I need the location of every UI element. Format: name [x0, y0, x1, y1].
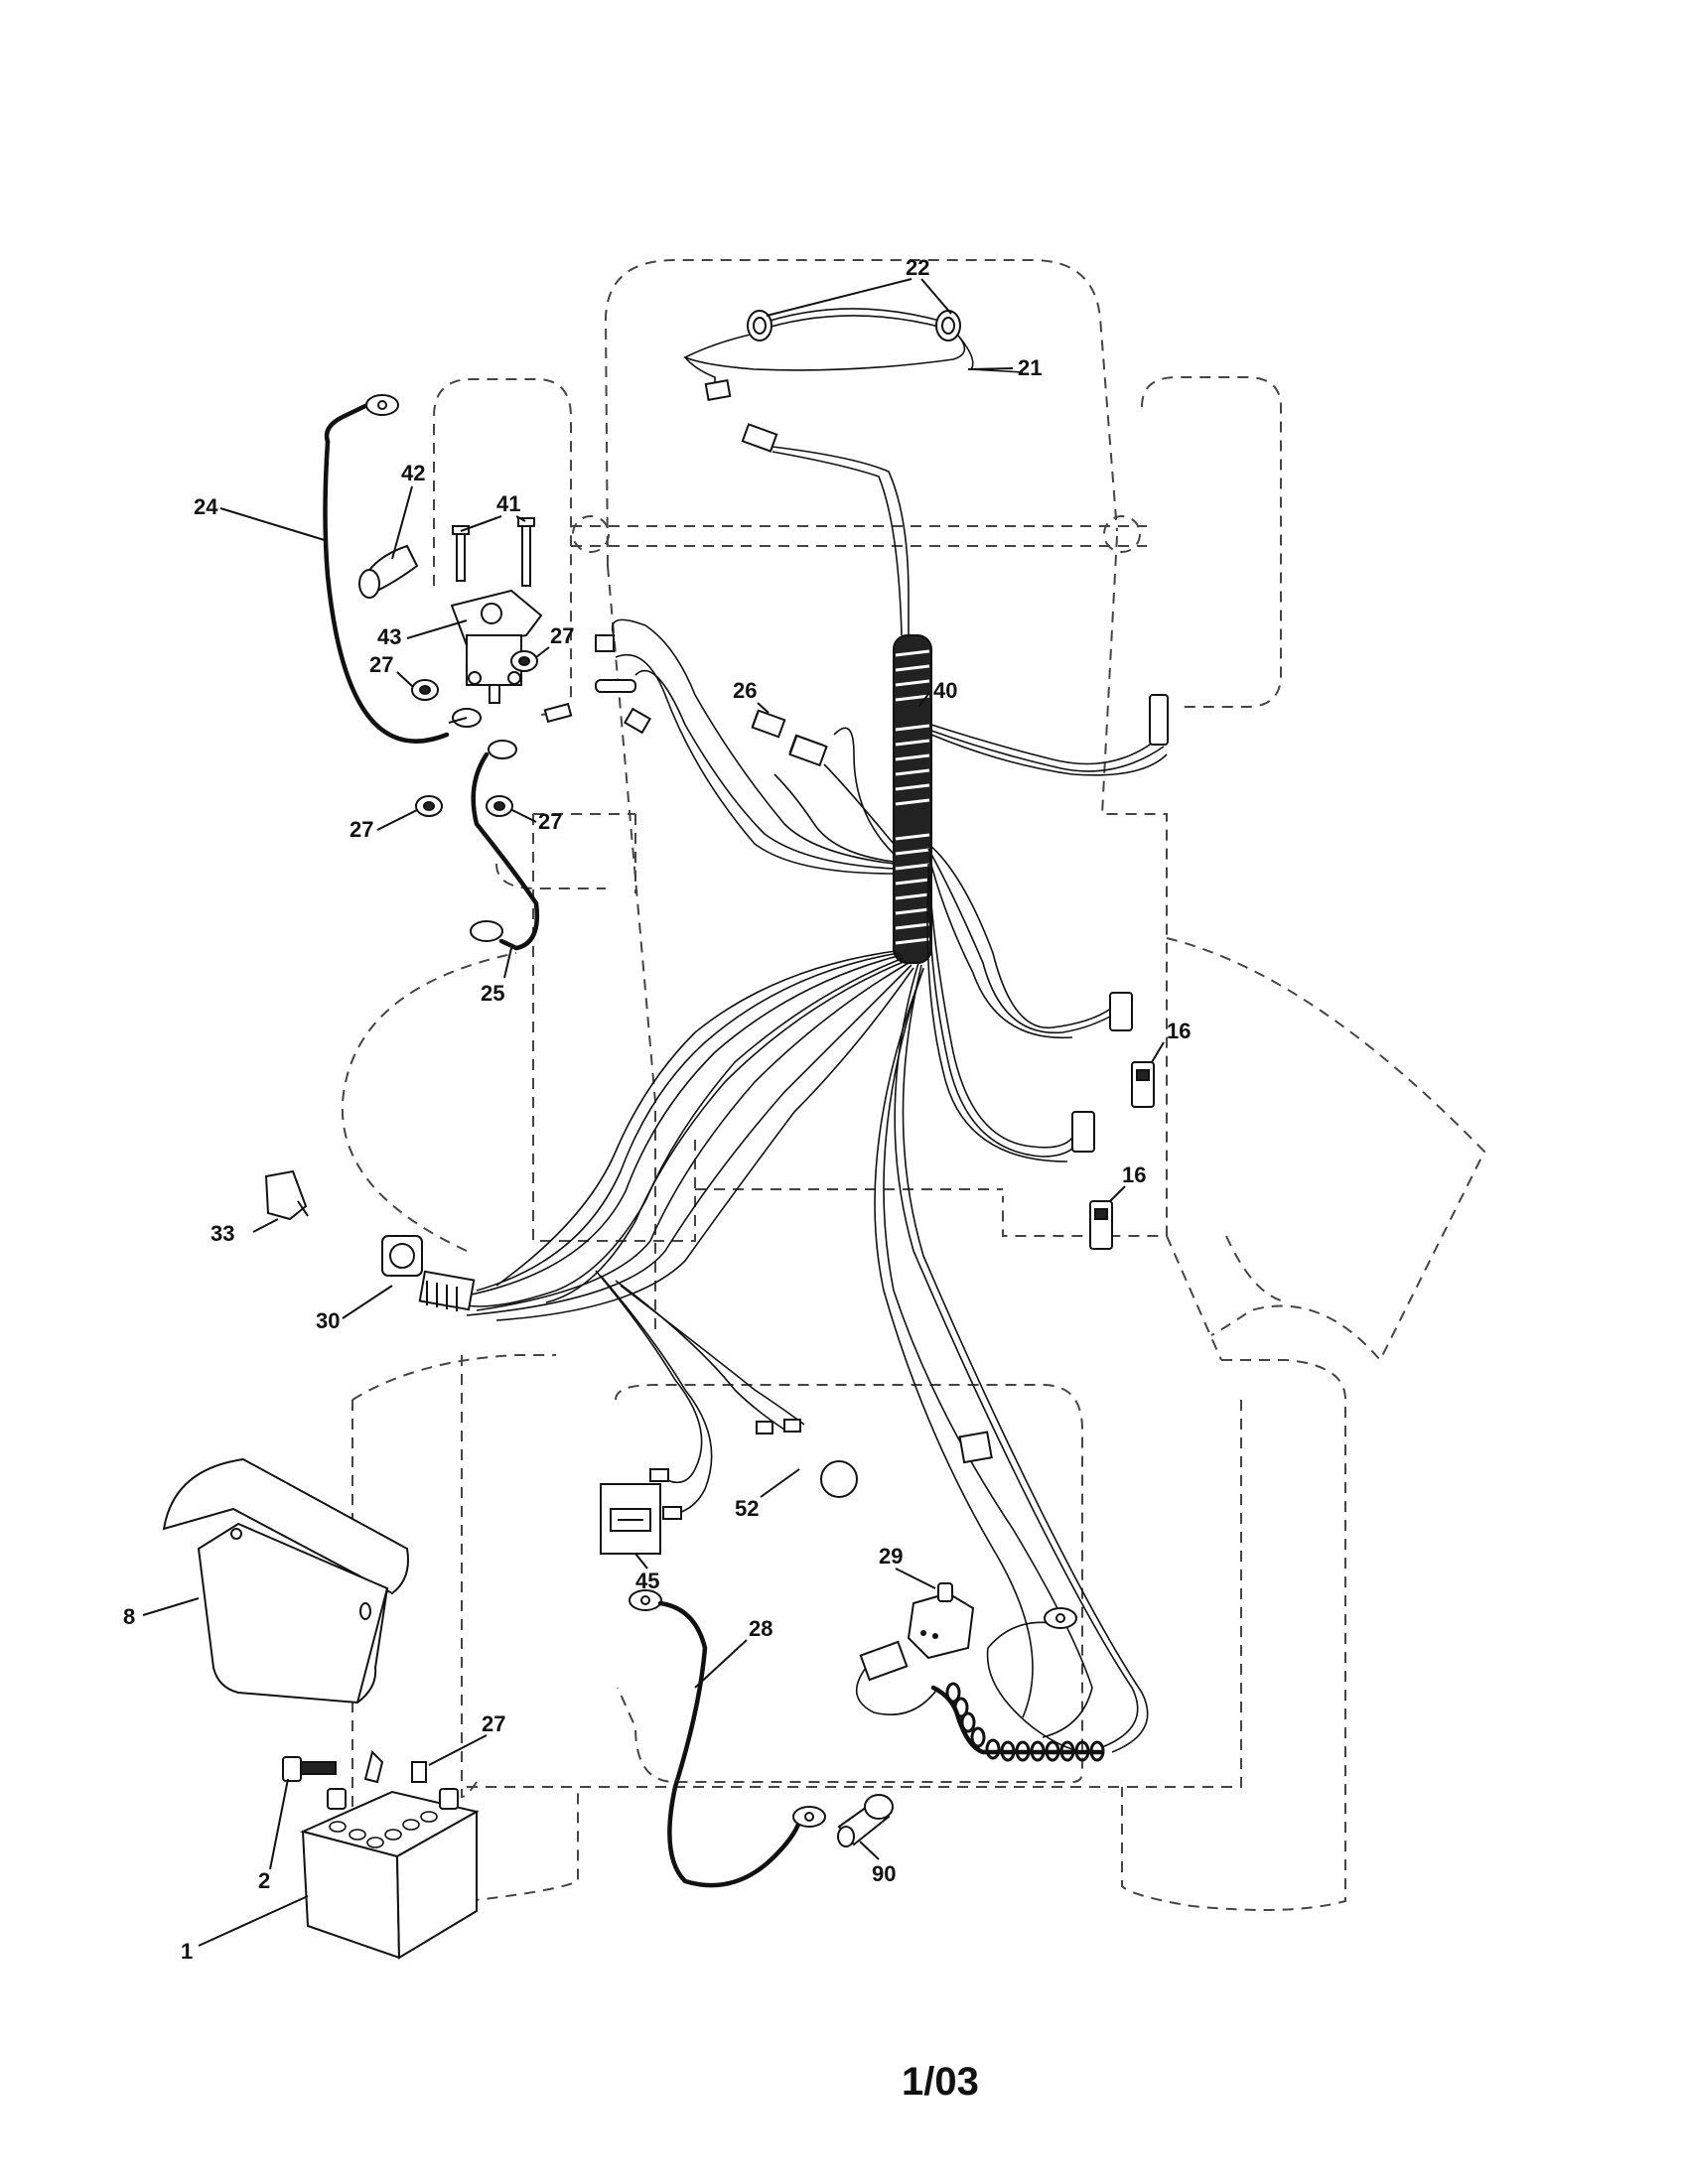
callout-16a: 16 — [1167, 1019, 1191, 1043]
callout-25: 25 — [481, 981, 504, 1006]
lamp-52 — [820, 1431, 993, 1498]
starter-cable-25 — [470, 751, 540, 951]
callout-16b: 16 — [1122, 1162, 1146, 1187]
right-front-connector — [1149, 694, 1169, 746]
callout-30: 30 — [316, 1308, 340, 1333]
headlight-connector — [704, 379, 732, 401]
callout-8: 8 — [123, 1604, 135, 1629]
callout-52: 52 — [735, 1496, 759, 1521]
terminal-boot-90 — [837, 1794, 894, 1847]
battery-1 — [299, 1788, 480, 1960]
hour-meter-45 — [600, 1483, 661, 1555]
seat-switch-wiring — [926, 843, 1133, 1162]
battery-cable-24 — [323, 394, 450, 744]
battery-cable-28 — [629, 1589, 826, 1888]
right-connector-wiring — [930, 694, 1169, 776]
harness-sleeve — [893, 634, 932, 964]
seat-switch-16-lower — [1089, 1200, 1113, 1250]
callout-2: 2 — [258, 1868, 270, 1893]
ignition-switch-30 — [381, 1235, 476, 1311]
meter-lead-terminal-lower — [662, 1506, 682, 1520]
callout-27d: 27 — [538, 809, 562, 834]
solenoid-cable-terminals — [448, 702, 573, 759]
callout-28: 28 — [749, 1616, 772, 1641]
hex-nuts-27 — [411, 650, 538, 817]
seat-switch-16-upper — [1131, 1061, 1155, 1108]
callout-33: 33 — [210, 1221, 234, 1246]
meter-lead-terminal-upper — [649, 1468, 669, 1482]
solenoid-boot-42 — [358, 544, 419, 599]
headlight-bulb-left — [747, 310, 772, 341]
lower-branch-wiring — [595, 1270, 805, 1520]
terminal-hole — [377, 400, 387, 410]
solenoid-bolts-41 — [452, 517, 535, 587]
callout-27e: 27 — [482, 1711, 505, 1736]
callout-27a: 27 — [550, 623, 574, 648]
callout-27b: 27 — [369, 652, 393, 677]
leader-lines — [142, 278, 1165, 1947]
callout-42: 42 — [401, 461, 425, 485]
headlight-bulb-right — [935, 310, 961, 341]
callout-29: 29 — [879, 1544, 903, 1569]
callout-1: 1 — [181, 1939, 193, 1964]
battery-nut-27 — [411, 1761, 427, 1783]
callout-26: 26 — [733, 678, 757, 703]
callout-45: 45 — [635, 1569, 659, 1593]
callout-90: 90 — [872, 1861, 896, 1886]
solenoid-branch-wiring — [611, 618, 895, 875]
starter-solenoid-43 — [450, 589, 543, 704]
callout-22: 22 — [906, 255, 929, 280]
lamp-lead-terminal — [783, 1419, 801, 1433]
headlight-harness — [683, 308, 1024, 636]
callout-labels: 22 21 24 42 41 43 27 27 27 27 26 40 25 1… — [123, 255, 1191, 1964]
battery-box-8 — [162, 1457, 409, 1705]
ignition-key-33 — [264, 1169, 309, 1221]
coiled-cord — [930, 1607, 1105, 1762]
lamp-lead-terminal — [756, 1421, 773, 1434]
seat-switch-plug-upper — [1109, 992, 1133, 1031]
callout-43: 43 — [377, 624, 401, 649]
interlock-switch-29 — [907, 1582, 975, 1660]
seat-switch-plug-lower — [1071, 1111, 1095, 1153]
battery-bolt-2 — [282, 1750, 384, 1784]
callout-41: 41 — [496, 491, 520, 516]
callout-21: 21 — [1018, 355, 1042, 380]
callout-27c: 27 — [350, 817, 373, 842]
switch-plug — [856, 1640, 939, 1716]
main-harness-bundle — [466, 950, 914, 1321]
page-code: 1/03 — [902, 2060, 979, 2104]
callout-24: 24 — [194, 494, 218, 519]
connector-26 — [751, 709, 828, 767]
harness-head-connector — [741, 423, 778, 453]
callout-40: 40 — [933, 678, 957, 703]
